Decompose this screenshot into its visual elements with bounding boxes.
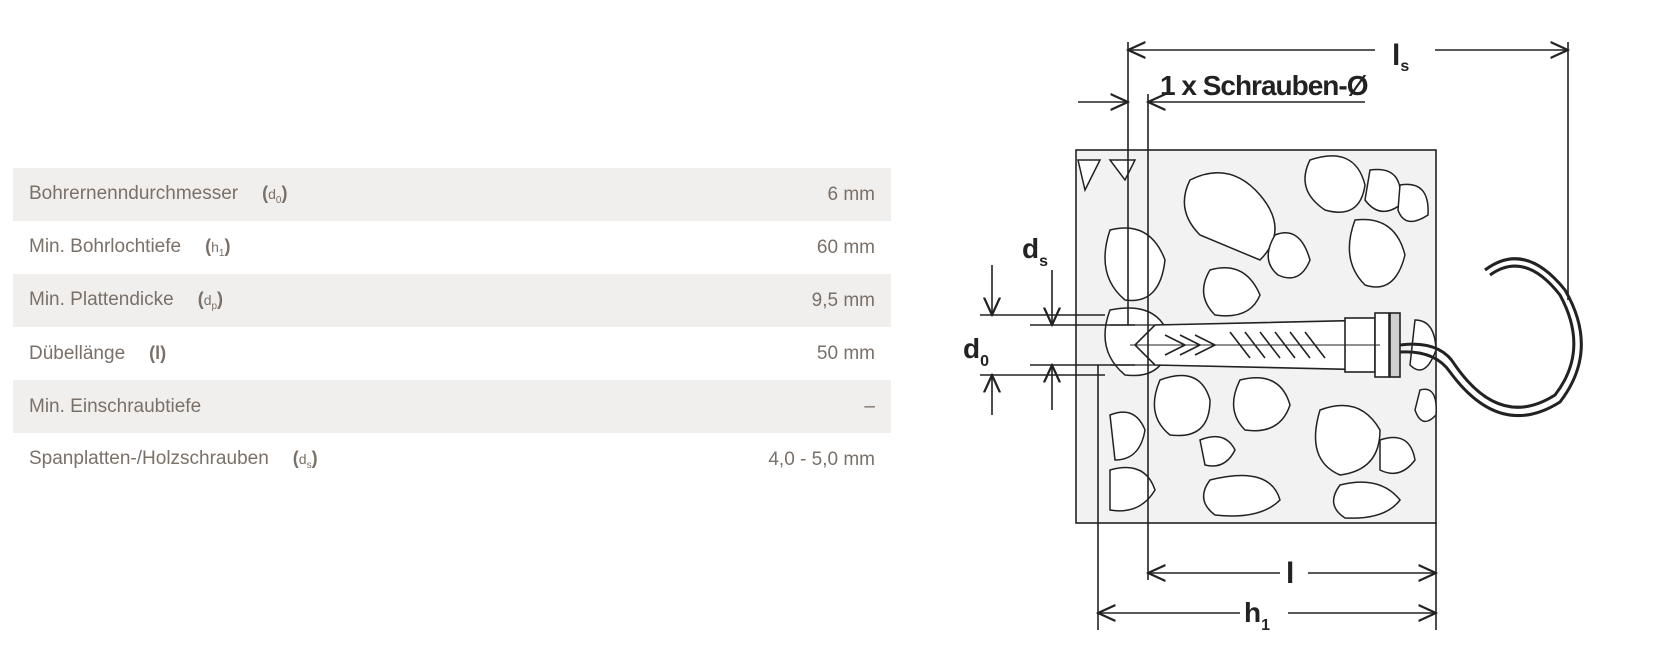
spec-table: Bohrernenndurchmesser (d0) 6 mm Min. Boh… [13, 168, 891, 486]
spec-symbol: (l) [149, 342, 167, 363]
spec-value: 60 mm [816, 236, 875, 258]
spec-value: 50 mm [816, 342, 875, 364]
spec-value: – [864, 395, 875, 417]
l-label: l [1286, 557, 1294, 590]
spec-row-bohrlochtiefe: Min. Bohrlochtiefe (h1) 60 mm [13, 221, 891, 274]
h1-label: h1 [1244, 597, 1270, 634]
spec-row-plattendicke: Min. Plattendicke (dp) 9,5 mm [13, 274, 891, 327]
spec-value: 4,0 - 5,0 mm [768, 448, 875, 470]
spec-symbol: (ds) [292, 448, 318, 471]
spec-symbol: (h1) [205, 236, 231, 259]
dowel-hook-drawing: ls 1 x Schrauben-Ø ds d0 l h1 [963, 35, 1583, 634]
spec-label: Dübellänge [29, 342, 126, 364]
spec-label: Min. Bohrlochtiefe [29, 236, 182, 258]
spec-label: Min. Einschraubtiefe [29, 395, 202, 417]
spec-row-holzschrauben: Spanplatten-/Holzschrauben (ds) 4,0 - 5,… [13, 433, 891, 486]
spec-value: 9,5 mm [811, 289, 875, 311]
spec-value: 6 mm [827, 183, 876, 205]
spec-label: Min. Plattendicke [29, 289, 174, 311]
hook [1399, 264, 1576, 409]
spec-row-duebellaenge: Dübellänge (l) 50 mm [13, 327, 891, 380]
spec-row-einschraubtiefe: Min. Einschraubtiefe – [13, 380, 891, 433]
spec-symbol: (dp) [197, 289, 224, 312]
screw-diameter-label: 1 x Schrauben-Ø [1160, 70, 1368, 101]
aggregate-stones [1077, 155, 1437, 519]
ls-label: ls [1392, 39, 1409, 75]
spec-label: Bohrernenndurchmesser [29, 183, 239, 205]
d0-label: d0 [963, 333, 989, 370]
spec-symbol: (d0) [262, 183, 288, 206]
spec-label: Spanplatten-/Holzschrauben [29, 448, 269, 470]
ds-label: ds [1022, 233, 1048, 270]
spec-row-bohrernenndurchmesser: Bohrernenndurchmesser (d0) 6 mm [13, 168, 891, 221]
